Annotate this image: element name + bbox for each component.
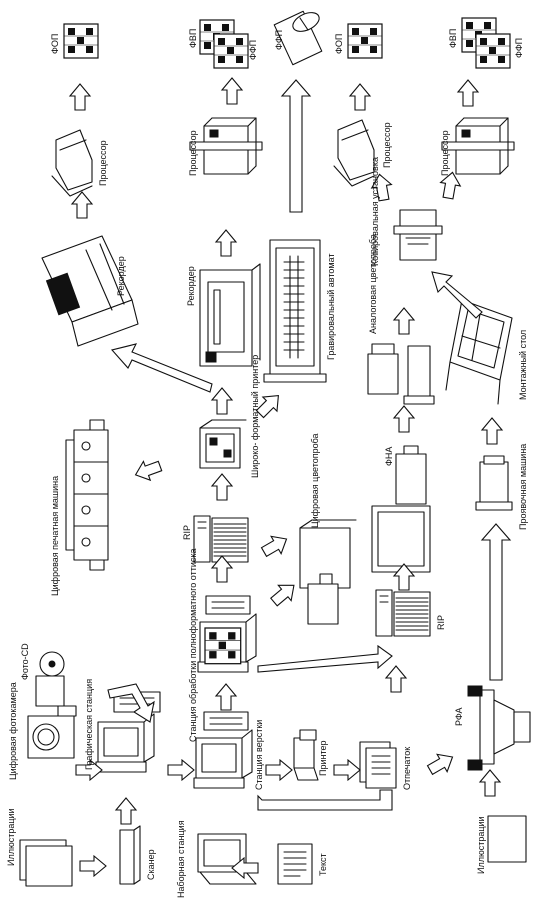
label-typesetting-station: Наборная станция	[176, 820, 186, 898]
label-processor-right1: Процессор	[382, 122, 392, 168]
label-fop-left: ФОП	[50, 34, 60, 54]
label-printer: Принтер	[318, 740, 328, 776]
label-processor-left: Процессор	[98, 140, 108, 186]
label-fvp-middle: ФВП	[188, 29, 198, 48]
label-rfa: РФА	[454, 707, 464, 726]
recorder-left-icon	[41, 235, 139, 347]
layout-station-icon	[193, 711, 253, 789]
label-mounting-table: Монтажный стол	[518, 330, 528, 400]
label-copy-unit: Копировальная установка	[370, 157, 380, 266]
rfa-camera-icon	[467, 685, 531, 771]
label-ffp-cylinder: ФФП	[274, 30, 284, 50]
label-recorder-left: Рекордер	[116, 256, 126, 296]
analog-proof-icon	[367, 343, 435, 405]
label-photo-cd: Фото-CD	[20, 643, 30, 680]
label-graphic-station: Графическая станция	[84, 679, 94, 770]
label-recorder-middle: Рекордер	[186, 266, 196, 306]
label-ffp-middle: ФФП	[248, 40, 258, 60]
processor-right2-icon	[441, 117, 515, 175]
label-analog-proof: Аналоговая цветопроба	[368, 234, 378, 334]
rip-right-icon	[375, 589, 431, 637]
label-scanner: Сканер	[146, 849, 156, 880]
label-fop-right: ФОП	[334, 34, 344, 54]
label-engraver: Гравировальный автомат	[326, 253, 336, 360]
diagram-labels: Иллюстрации Цифровая фотокамера Фото-CD …	[6, 29, 528, 898]
label-text: Текст	[318, 853, 328, 876]
copy-unit-icon	[393, 209, 443, 261]
label-digital-press: Цифровая печатная машина	[50, 476, 60, 596]
label-digital-proof: Цифровая цветопроба	[310, 433, 320, 528]
label-wide-printer: Широко- форматный принтер	[250, 355, 260, 478]
proof-station-icon	[197, 595, 257, 673]
label-fna: ФНА	[384, 447, 394, 466]
processor-middle-icon	[189, 117, 263, 175]
fvp-right-tiles	[461, 17, 511, 69]
developing-machine-icon	[475, 455, 513, 511]
label-rip-left: RIP	[182, 525, 192, 540]
processor-right1-icon	[333, 119, 375, 187]
engraver-icon	[263, 239, 327, 383]
digital-camera-icon	[27, 705, 77, 759]
label-fvp-right: ФВП	[448, 29, 458, 48]
processor-left-icon	[51, 129, 93, 197]
label-illustrations-bottom: Иллюстрации	[476, 816, 486, 874]
fop-right-tile	[347, 23, 383, 59]
printer-icon	[293, 729, 319, 781]
wide-format-printer-icon	[199, 419, 247, 469]
label-layout-station: Станция верстки	[254, 720, 264, 790]
digital-proof-icon	[299, 519, 357, 625]
label-digital-camera: Цифровая фотокамера	[8, 682, 18, 780]
text-document-icon	[277, 843, 313, 885]
illustrations-stack-icon	[19, 839, 73, 887]
label-processor-middle: Процессор	[188, 130, 198, 176]
photo-cd-icon	[35, 651, 65, 707]
typesetting-station-icon	[197, 833, 257, 885]
label-print: Отпечаток	[402, 747, 412, 790]
label-processor-right2: Процессор	[440, 130, 450, 176]
label-proof-station: Станция обработки полноформатного оттиск…	[188, 549, 198, 743]
label-illustrations-top: Иллюстрации	[6, 808, 16, 866]
label-ffp-right: ФФП	[514, 38, 524, 58]
illustrations-bottom-icon	[487, 815, 527, 863]
recorder-middle-icon	[199, 263, 261, 367]
fna-imagesetter-icon	[371, 445, 431, 573]
label-developing-machine: Проявочная машина	[518, 444, 528, 530]
flow-arrows	[69, 77, 512, 879]
scanner-icon	[119, 825, 141, 885]
fvp-middle-tiles	[199, 19, 249, 69]
rip-left-icon	[193, 515, 249, 563]
ffp-cylinder-icon	[273, 10, 323, 66]
digital-press-icon	[65, 419, 109, 571]
print-output-icon	[359, 741, 397, 789]
label-rip-right: RIP	[436, 615, 446, 630]
fop-left-tile	[63, 23, 99, 59]
mounting-table-icon	[445, 299, 513, 405]
